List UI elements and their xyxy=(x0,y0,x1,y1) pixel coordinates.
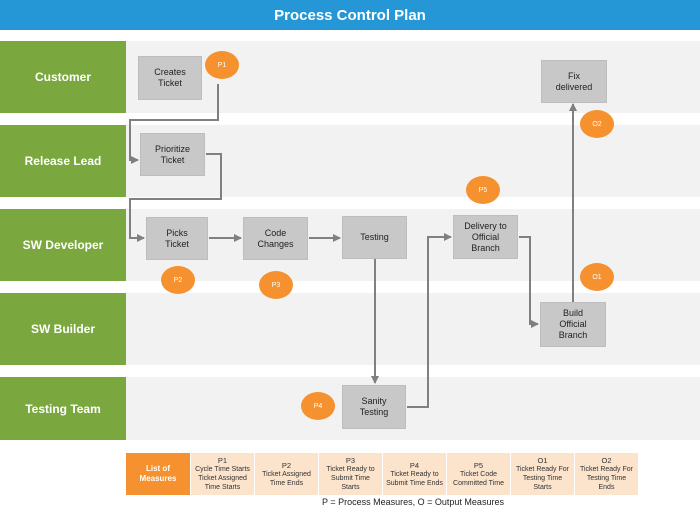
lane-bg-testing-team xyxy=(126,377,700,440)
measures-heading: List of Measures xyxy=(126,453,190,495)
connector-prioritize-to-picks xyxy=(129,153,222,242)
measure-description: Ticket Code Committed Time xyxy=(453,470,504,487)
node-code-changes: Code Changes xyxy=(243,217,308,260)
measure-code: P2 xyxy=(281,460,292,470)
measure-code: P5 xyxy=(473,460,484,470)
marker-o1: O1 xyxy=(580,263,614,291)
measure-o2: O2 Ticket Ready For Testing Time Ends xyxy=(574,453,638,495)
diagram-title: Process Control Plan xyxy=(0,0,700,30)
node-build-official-branch: Build Official Branch xyxy=(540,302,606,347)
measure-code: P1 xyxy=(217,456,228,465)
node-picks-ticket: Picks Ticket xyxy=(146,217,208,260)
measure-p2: P2 Ticket Assigned Time Ends xyxy=(254,453,318,495)
marker-p2: P2 xyxy=(161,266,195,294)
node-prioritize-ticket: Prioritize Ticket xyxy=(140,133,205,176)
measure-p3: P3 Ticket Ready to Submit Time Starts xyxy=(318,453,382,495)
measure-p1: P1 Cycle Time Starts Ticket Assigned Tim… xyxy=(190,453,254,495)
measure-description: Ticket Assigned Time Ends xyxy=(262,470,311,487)
lane-label-sw-developer: SW Developer xyxy=(0,209,126,281)
connector-delivery-to-build xyxy=(519,236,539,328)
measure-description: Ticket Ready For Testing Time Ends xyxy=(579,466,634,491)
measures-legend: List of Measures P1 Cycle Time Starts Ti… xyxy=(126,453,638,495)
node-delivery-official-branch: Delivery to Official Branch xyxy=(453,215,518,259)
measure-description: Ticket Ready to Submit Time Starts xyxy=(326,466,375,491)
lane-label-release-lead: Release Lead xyxy=(0,125,126,197)
measure-p5: P5 Ticket Code Committed Time xyxy=(446,453,510,495)
lane-label-customer: Customer xyxy=(0,41,126,113)
measure-description: Cycle Time Starts Ticket Assigned Time S… xyxy=(195,466,250,491)
measure-code: P3 xyxy=(345,456,356,465)
marker-o2: O2 xyxy=(580,110,614,138)
marker-p4: P4 xyxy=(301,392,335,420)
lane-label-sw-builder: SW Builder xyxy=(0,293,126,365)
measure-code: O1 xyxy=(537,456,548,465)
measure-code: P4 xyxy=(409,460,420,470)
connector-sanity-to-delivery xyxy=(407,233,452,408)
measures-footnote: P = Process Measures, O = Output Measure… xyxy=(322,497,504,507)
measure-p4: P4 Ticket Ready to Submit Time Ends xyxy=(382,453,446,495)
marker-p5: P5 xyxy=(466,176,500,204)
node-testing: Testing xyxy=(342,216,407,259)
marker-p1: P1 xyxy=(205,51,239,79)
node-fix-delivered: Fix delivered xyxy=(541,60,607,103)
node-sanity-testing: Sanity Testing xyxy=(342,385,406,429)
lane-label-testing-team: Testing Team xyxy=(0,377,126,440)
connector-creates-to-prioritize xyxy=(129,84,219,164)
measure-description: Ticket Ready to Submit Time Ends xyxy=(386,470,443,487)
measure-o1: O1 Ticket Ready For Testing Time Starts xyxy=(510,453,574,495)
measure-description: Ticket Ready For Testing Time Starts xyxy=(515,466,570,491)
node-creates-ticket: Creates Ticket xyxy=(138,56,202,100)
marker-p3: P3 xyxy=(259,271,293,299)
measure-code: O2 xyxy=(601,456,612,465)
